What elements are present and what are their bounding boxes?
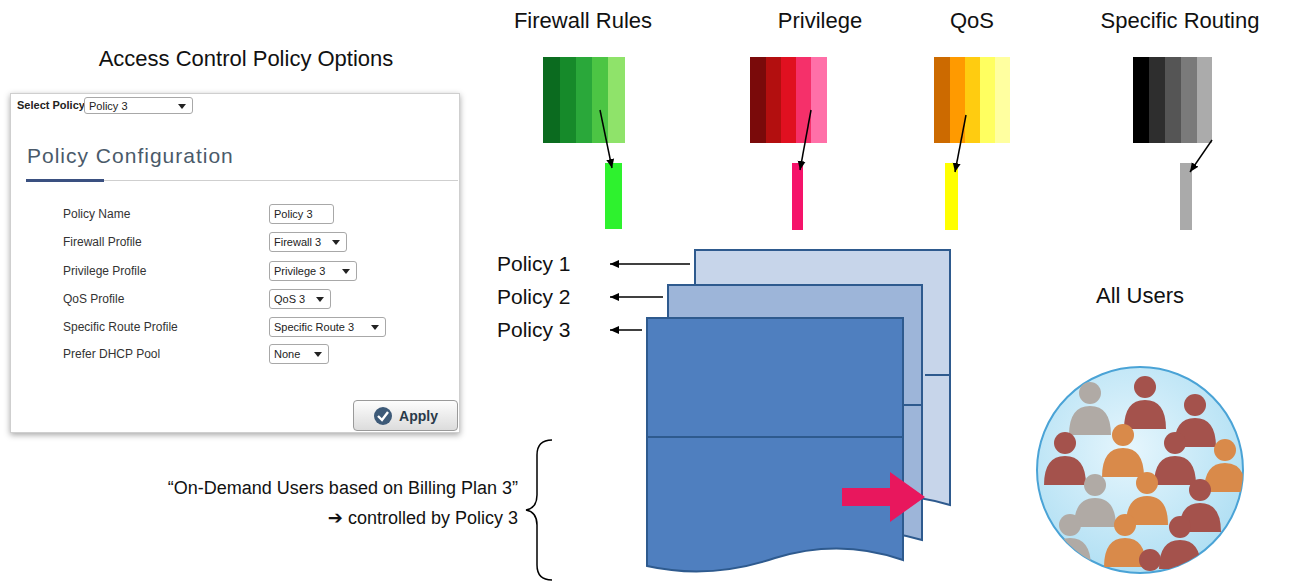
dropdown-arrow bbox=[371, 325, 379, 330]
dropdown-arrow bbox=[178, 104, 186, 109]
field-value: QoS 3 bbox=[274, 293, 305, 305]
category-title: Specific Routing bbox=[1030, 8, 1293, 34]
policy-label: Policy 2 bbox=[497, 285, 571, 309]
qos-bars bbox=[934, 57, 1010, 230]
group-title: All Users bbox=[940, 283, 1293, 309]
category-title: Privilege bbox=[670, 8, 970, 34]
dropdown-arrow bbox=[332, 240, 340, 245]
settings-panel: Access Control Policy OptionsSelect Poli… bbox=[10, 93, 460, 433]
section-heading: Policy Configuration bbox=[27, 144, 234, 168]
policy-documents bbox=[610, 250, 950, 571]
dropdown: Privilege 3 bbox=[269, 261, 357, 281]
privilege-bars bbox=[750, 57, 827, 230]
dropdown-arrow bbox=[314, 352, 322, 357]
dropdown: Policy 3 bbox=[84, 97, 193, 114]
panel-title: Access Control Policy Options bbox=[11, 46, 481, 72]
field-value: Firewall 3 bbox=[274, 236, 321, 248]
field-label: QoS Profile bbox=[63, 292, 124, 306]
note-text: ➔ controlled by Policy 3 bbox=[328, 507, 518, 529]
heading-underline bbox=[26, 179, 104, 182]
field-value: Policy 3 bbox=[89, 100, 128, 112]
text-input: Policy 3 bbox=[269, 204, 334, 224]
bracket bbox=[526, 440, 552, 580]
note-text: “On-Demand Users based on Billing Plan 3… bbox=[168, 478, 518, 499]
dropdown-arrow bbox=[342, 269, 350, 274]
routing-bars bbox=[1133, 57, 1212, 230]
dropdown: None bbox=[269, 344, 329, 364]
field-label: Prefer DHCP Pool bbox=[63, 347, 160, 361]
field-label: Firewall Profile bbox=[63, 235, 142, 249]
field-value: None bbox=[274, 348, 300, 360]
field-label: Specific Route Profile bbox=[63, 320, 178, 334]
field-value: Specific Route 3 bbox=[274, 321, 354, 333]
dropdown: QoS 3 bbox=[269, 289, 331, 309]
field-value: Privilege 3 bbox=[274, 265, 325, 277]
field-label: Select Policy bbox=[17, 99, 85, 111]
firewall-bars bbox=[543, 57, 625, 229]
field-label: Privilege Profile bbox=[63, 264, 146, 278]
users-group: All Users bbox=[1035, 365, 1245, 575]
pink-arrow bbox=[842, 472, 925, 522]
category-title: Firewall Rules bbox=[433, 8, 733, 34]
users-circle bbox=[1035, 365, 1245, 575]
field-value: Policy 3 bbox=[274, 208, 313, 220]
field-label: Policy Name bbox=[63, 207, 130, 221]
check-icon bbox=[373, 406, 393, 426]
button-label: Apply bbox=[399, 408, 438, 424]
heading-rule bbox=[104, 180, 458, 181]
dropdown: Specific Route 3 bbox=[269, 317, 386, 337]
policy-label: Policy 1 bbox=[497, 252, 571, 276]
category-title: QoS bbox=[822, 8, 1122, 34]
apply-button: Apply bbox=[353, 400, 458, 431]
policy-label: Policy 3 bbox=[497, 318, 571, 342]
dropdown-arrow bbox=[316, 297, 324, 302]
dropdown: Firewall 3 bbox=[269, 232, 347, 252]
